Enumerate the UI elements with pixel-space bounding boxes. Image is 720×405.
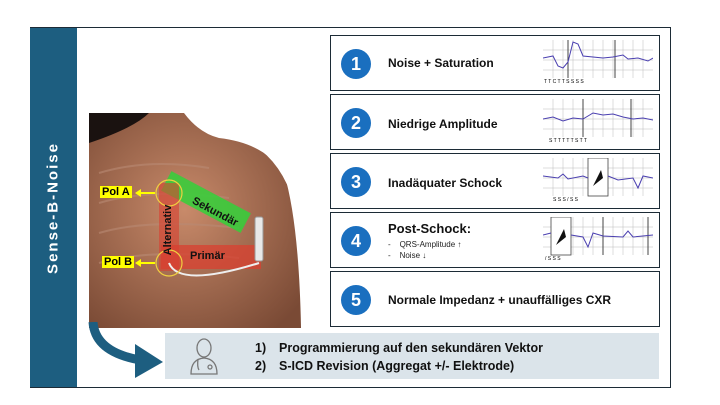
pol-a-label: Pol A: [100, 186, 132, 198]
card-label: Noise + Saturation: [388, 56, 494, 70]
ecg-strip: T T C T T S S S S: [543, 40, 653, 84]
card-3: 3 Inadäquater Schock S S S / S S: [330, 153, 660, 209]
shock-icon: [593, 170, 603, 186]
card-label: Post-Schock:: [388, 221, 472, 236]
ecg-strip: S S S / S S: [543, 158, 653, 202]
action-1: 1)Programmierung auf den sekundären Vekt…: [255, 341, 543, 355]
card-label: Niedrige Amplitude: [388, 117, 498, 131]
step-number-badge: 3: [341, 167, 371, 197]
svg-text:/ S S S: / S S S: [545, 256, 561, 261]
doctor-icon: [190, 338, 218, 375]
svg-text:S S S / S S: S S S / S S: [553, 197, 579, 202]
step-number-badge: 2: [341, 108, 371, 138]
actions-box: 1)Programmierung auf den sekundären Vekt…: [165, 333, 659, 379]
torso-illustration: [89, 113, 301, 328]
card-4: 4 Post-Schock: - QRS-Amplitude ↑ - Noise…: [330, 212, 660, 268]
ecg-strip: / S S S: [543, 217, 653, 261]
step-number-badge: 1: [341, 49, 371, 79]
curved-arrow-icon: [88, 322, 163, 378]
card-label: Inadäquater Schock: [388, 176, 503, 190]
sicd-generator: [254, 216, 264, 262]
card-5: 5 Normale Impedanz + unauffälliges CXR: [330, 271, 660, 327]
bullet-qrs: - QRS-Amplitude ↑: [388, 240, 462, 249]
frame: [30, 27, 671, 388]
svg-text:T T C T T S S S S: T T C T T S S S S: [544, 79, 584, 84]
step-number-badge: 5: [341, 285, 371, 315]
side-band: [30, 27, 77, 388]
card-1: 1 Noise + Saturation T T C T T S S S S: [330, 35, 660, 91]
pol-b-label: Pol B: [102, 256, 135, 268]
step-number-badge: 4: [341, 226, 371, 256]
sekundaer-vector: [161, 171, 251, 233]
card-label: Normale Impedanz + unauffälliges CXR: [388, 293, 612, 307]
alternativ-label: Alternativ: [162, 204, 174, 256]
card-2: 2 Niedrige Amplitude S T T T T T S T T: [330, 94, 660, 150]
bullet-noise: - Noise ↓: [388, 251, 427, 260]
ecg-strip: S T T T T T S T T: [543, 99, 653, 143]
action-2: 2)S-ICD Revision (Aggregat +/- Elektrode…: [255, 359, 515, 373]
svg-text:S T T T T T S T T: S T T T T T S T T: [549, 138, 587, 143]
shock-icon: [556, 229, 566, 245]
primaer-label: Primär: [190, 250, 225, 262]
